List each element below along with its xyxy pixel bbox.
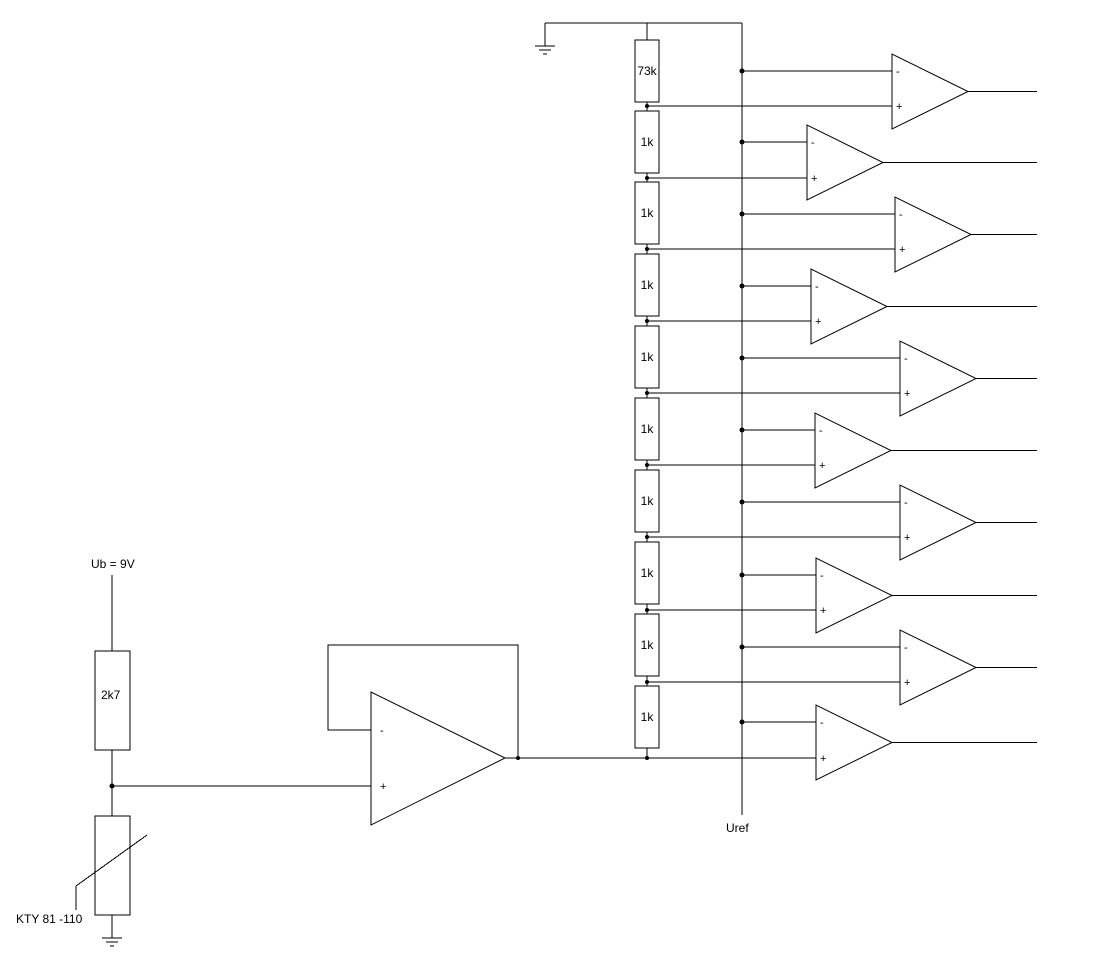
comparator-opamp: -+ bbox=[645, 484, 1037, 561]
kty-sensor-resistor bbox=[75, 815, 148, 916]
ladder-resistor: 1k bbox=[634, 469, 660, 533]
comparator-noninverting-pin: + bbox=[899, 244, 905, 256]
comparator-inverting-pin: - bbox=[904, 353, 908, 365]
ladder-tap-junction bbox=[645, 319, 649, 323]
ladder-resistor: 1k bbox=[634, 613, 660, 677]
bottom-ground-symbol bbox=[102, 937, 122, 947]
ladder-resistor-label: 1k bbox=[641, 422, 655, 436]
comparator-inverting-pin: - bbox=[820, 570, 824, 582]
buffer-inverting-pin: - bbox=[380, 725, 384, 737]
ladder-resistor-label: 1k bbox=[641, 350, 655, 364]
comparator-inverting-pin: - bbox=[899, 209, 903, 221]
uref-junction bbox=[739, 427, 745, 433]
ladder-tap-junction bbox=[645, 463, 649, 467]
comparator-inverting-pin: - bbox=[815, 281, 819, 293]
comparator-noninverting-pin: + bbox=[820, 605, 826, 617]
comparator-opamp: -+ bbox=[645, 629, 1037, 706]
top-ground-symbol bbox=[535, 23, 555, 55]
comparator-inverting-pin: - bbox=[904, 642, 908, 654]
uref-junction bbox=[739, 139, 745, 145]
ladder-resistor: 1k bbox=[634, 110, 660, 174]
comparator-noninverting-pin: + bbox=[904, 532, 910, 544]
ladder-resistor-label: 1k bbox=[641, 494, 655, 508]
ladder-resistor: 1k bbox=[634, 181, 660, 245]
comparator-opamp: -+ bbox=[645, 557, 1037, 634]
uref-junction bbox=[739, 283, 745, 289]
ladder-resistor-label: 1k bbox=[641, 278, 655, 292]
pullup-resistor-label: 2k7 bbox=[101, 688, 121, 702]
ladder-tap-junction bbox=[645, 391, 649, 395]
sensor-label: KTY 81 -110 bbox=[16, 912, 83, 926]
ladder-tap-junction bbox=[645, 535, 649, 539]
uref-junction bbox=[739, 644, 745, 650]
ladder-resistor-label: 1k bbox=[641, 710, 655, 724]
comparator-noninverting-pin: + bbox=[904, 677, 910, 689]
comparator-inverting-pin: - bbox=[819, 425, 823, 437]
ladder-resistor: 1k bbox=[634, 325, 660, 389]
comparator-noninverting-pin: + bbox=[811, 173, 817, 185]
uref-junction bbox=[739, 211, 745, 217]
supply-label: Ub = 9V bbox=[91, 557, 135, 571]
ladder-resistor: 1k bbox=[634, 541, 660, 605]
sensor-arrow-diagonal bbox=[75, 834, 148, 887]
pullup-resistor: 2k7 bbox=[94, 650, 131, 751]
comparator-bank: -+-+-+-+-+-+-+-+-+-+ bbox=[645, 53, 1037, 781]
buffer-noninverting-pin: + bbox=[380, 781, 386, 793]
comparator-noninverting-pin: + bbox=[815, 316, 821, 328]
comparator-noninverting-pin: + bbox=[820, 753, 826, 765]
ladder-tap-junction bbox=[645, 104, 649, 108]
resistor-ladder: 73k 1k 1k 1k 1k 1k 1k 1k 1k 1k bbox=[634, 39, 660, 758]
ladder-resistor-label: 73k bbox=[637, 64, 657, 78]
comparator-opamp: -+ bbox=[645, 196, 1037, 273]
ladder-tap-junction bbox=[645, 247, 649, 251]
buffer-opamp: - + bbox=[370, 691, 507, 826]
ladder-tap-junction bbox=[645, 680, 649, 684]
comparator-inverting-pin: - bbox=[904, 497, 908, 509]
ladder-resistor-label: 1k bbox=[641, 638, 655, 652]
comparator-opamp: -+ bbox=[645, 340, 1037, 417]
ladder-resistor-label: 1k bbox=[641, 206, 655, 220]
ladder-resistor: 1k bbox=[634, 685, 660, 749]
uref-junction bbox=[739, 499, 745, 505]
ladder-resistor-label: 1k bbox=[641, 135, 655, 149]
comparator-noninverting-pin: + bbox=[904, 388, 910, 400]
ladder-resistor: 73k bbox=[634, 39, 660, 103]
comparator-inverting-pin: - bbox=[896, 66, 900, 78]
ladder-resistor: 1k bbox=[634, 253, 660, 317]
ladder-resistor: 1k bbox=[634, 397, 660, 461]
comparator-noninverting-pin: + bbox=[896, 101, 902, 113]
comparator-inverting-pin: - bbox=[811, 137, 815, 149]
uref-junction bbox=[739, 572, 745, 578]
comparator-opamp: -+ bbox=[645, 268, 1037, 345]
comparator-noninverting-pin: + bbox=[819, 460, 825, 472]
comparator-opamp: -+ bbox=[645, 124, 1037, 201]
buffer-feedback-wire bbox=[327, 644, 519, 758]
ladder-resistor-label: 1k bbox=[641, 566, 655, 580]
comparator-opamp: -+ bbox=[645, 53, 1037, 130]
comparator-inverting-pin: - bbox=[820, 717, 824, 729]
uref-junction bbox=[739, 719, 745, 725]
ladder-tap-junction bbox=[645, 176, 649, 180]
comparator-opamp: -+ bbox=[645, 704, 1037, 781]
uref-label: Uref bbox=[726, 821, 749, 835]
uref-junction bbox=[739, 355, 745, 361]
comparator-opamp: -+ bbox=[645, 412, 1037, 489]
uref-junction bbox=[739, 68, 745, 74]
ladder-tap-junction bbox=[645, 608, 649, 612]
